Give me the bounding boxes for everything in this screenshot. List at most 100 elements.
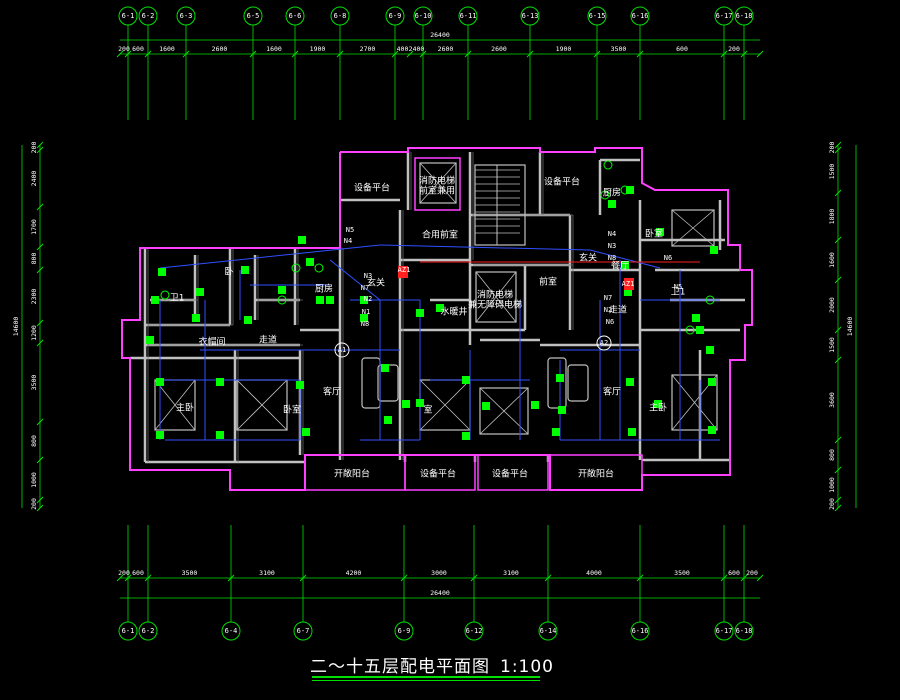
dim-left-tick — [36, 496, 44, 504]
axis-label-top: 6-5 — [247, 12, 260, 20]
outlet-marker — [708, 426, 716, 434]
axis-label-top: 6-9 — [389, 12, 402, 20]
room-label-balcony-r: 开敞阳台 — [578, 468, 614, 480]
outlet-marker — [306, 258, 314, 266]
dim-bottom-tick — [720, 574, 728, 582]
equipment-box — [671, 374, 718, 431]
dim-top-tick — [249, 50, 257, 58]
circuit-tag: N8 — [608, 254, 616, 262]
room-label-corridor-r: 走道 — [609, 304, 627, 316]
distribution-box — [624, 278, 634, 290]
dim-left-value: 800 — [30, 435, 38, 447]
dim-left-tick — [36, 339, 44, 347]
outlet-marker — [241, 266, 249, 274]
fixture — [603, 160, 613, 170]
label-layer: 设备平台消防电梯前室兼用设备平台厨房卧厨房合用前室玄关卧室卫1玄关消防电梯兼无障… — [170, 175, 685, 480]
dim-right-tick — [834, 326, 842, 334]
circuit-tag: N2 — [364, 295, 372, 303]
device-layer — [146, 160, 718, 440]
room-label-corridor-l: 走道 — [259, 334, 277, 346]
room-label-bed-r: 卧室 — [645, 228, 663, 240]
outlet-marker — [462, 376, 470, 384]
dim-top-tick — [144, 50, 152, 58]
dim-right-total: 14600 — [846, 317, 854, 337]
outlet-marker — [151, 296, 159, 304]
outlet-marker — [626, 186, 634, 194]
dim-left-tick — [36, 243, 44, 251]
dim-top-value: 3500 — [611, 45, 627, 53]
sofa — [567, 364, 589, 402]
circuit-wire — [379, 244, 591, 251]
dim-bottom-total: 26400 — [430, 589, 450, 597]
dim-right-tick — [834, 466, 842, 474]
outlet-marker — [656, 228, 664, 236]
dim-bottom-value: 600 — [132, 569, 144, 577]
axis-label-bottom: 6-16 — [632, 627, 649, 635]
dim-bottom-tick — [544, 574, 552, 582]
fixture — [685, 325, 695, 335]
dim-bottom-tick — [636, 574, 644, 582]
fixture — [277, 295, 287, 305]
axis-label-top: 6-15 — [589, 12, 606, 20]
dim-top-tick — [391, 50, 399, 58]
dim-left-value: 2400 — [30, 171, 38, 187]
outlet-marker — [621, 261, 629, 269]
dim-right-tick — [834, 276, 842, 284]
dim-bottom-tick — [144, 574, 152, 582]
circuit-layer — [159, 244, 720, 441]
dim-left-tick — [36, 141, 44, 149]
dim-top-total: 26400 — [430, 31, 450, 39]
dim-top-tick — [464, 50, 472, 58]
dim-right-tick — [834, 496, 842, 504]
dim-bottom-value: 4200 — [346, 569, 362, 577]
distribution-box — [398, 266, 408, 278]
outlet-marker — [278, 286, 286, 294]
equipment-box — [671, 209, 715, 247]
dim-top-tick — [336, 50, 344, 58]
circuit-tag: AZ1 — [398, 266, 411, 274]
room-label-elevator: 兼无障碍电梯 — [468, 299, 522, 311]
circuit-wire — [159, 244, 381, 269]
circuit-wire — [329, 259, 381, 301]
outlet-marker — [158, 268, 166, 276]
room-label-water: 水暖井 — [440, 306, 467, 318]
axis-label-bottom: 6-17 — [716, 627, 733, 635]
room-label-entry-l: 玄关 — [367, 277, 385, 289]
dim-left-value: 800 — [30, 253, 38, 265]
circuit-tag: N8 — [361, 320, 369, 328]
dim-bottom-value: 3100 — [259, 569, 275, 577]
outlet-marker — [384, 416, 392, 424]
dim-right-tick — [834, 189, 842, 197]
room-label-living-r: 客厅 — [603, 386, 621, 398]
room-label-master-r: 主卧 — [649, 402, 667, 414]
dim-top-value: 600 — [676, 45, 688, 53]
outlet-marker — [558, 406, 566, 414]
dim-top-value: 400 — [397, 45, 409, 53]
outlet-marker — [482, 402, 490, 410]
equipment-box — [479, 387, 529, 435]
dim-right-tick — [834, 504, 842, 512]
dim-left-tick — [36, 504, 44, 512]
room-label-kitchen-r: 厨房 — [603, 187, 621, 199]
circuit-tag: AZ1 — [622, 280, 635, 288]
circuit-tag: N3 — [608, 242, 616, 250]
axis-label-top: 6-6 — [289, 12, 302, 20]
dim-right-tick — [834, 436, 842, 444]
dim-bottom-value: 4000 — [586, 569, 602, 577]
title-underline-thin — [312, 680, 540, 681]
dim-top-tick — [720, 50, 728, 58]
outlet-marker — [462, 432, 470, 440]
room-label-elevator: 消防电梯 — [477, 289, 513, 301]
axis-label-bottom: 6-18 — [736, 627, 753, 635]
dim-left-value: 200 — [30, 142, 38, 154]
outlet-marker — [654, 400, 662, 408]
outlet-marker — [316, 296, 324, 304]
outlet-marker — [302, 428, 310, 436]
axis-label-top: 6-16 — [632, 12, 649, 20]
equipment-cross — [154, 379, 196, 431]
circuit-tag: N4 — [608, 230, 616, 238]
room-label-balcony-l: 开敞阳台 — [334, 468, 370, 480]
circuit-tag: N7 — [361, 284, 369, 292]
dim-right-value: 1500 — [828, 164, 836, 180]
